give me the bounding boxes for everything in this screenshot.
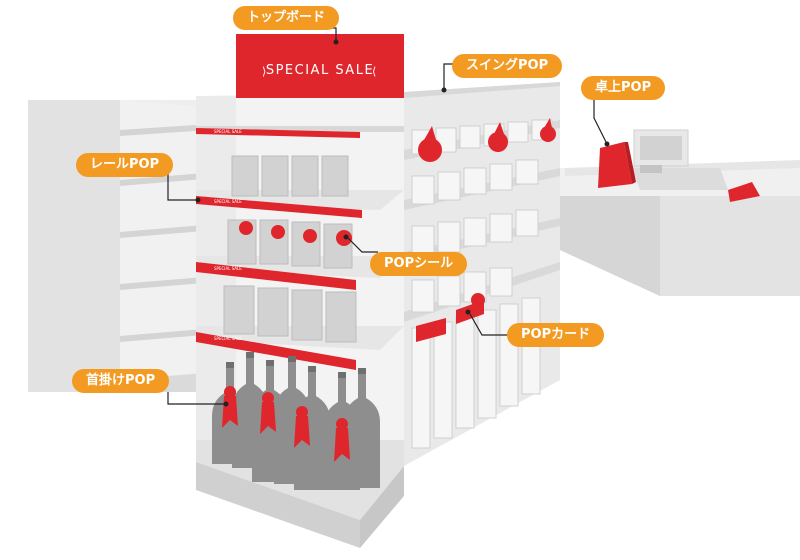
rail-pop-strips: SPECIAL SALE SPECIAL SALE SPECIAL SALE S… bbox=[196, 128, 362, 370]
desk-pop-stand bbox=[598, 142, 760, 202]
label-top-board: トップボード bbox=[233, 6, 340, 30]
svg-text:⟨: ⟨ bbox=[372, 65, 376, 78]
front-products bbox=[223, 155, 357, 343]
label-desk-pop: 卓上POP bbox=[581, 76, 666, 100]
cash-register bbox=[632, 129, 728, 190]
label-pop-card: POPカード bbox=[507, 323, 605, 347]
rail-strip-text: SPECIAL SALE bbox=[214, 129, 242, 134]
svg-text:⟩: ⟩ bbox=[262, 65, 266, 78]
pop-seals bbox=[239, 221, 352, 246]
top-board: SPECIAL SALE ⟩ ⟨ bbox=[236, 34, 404, 98]
label-rail-pop: レールPOP bbox=[76, 153, 174, 177]
rail-strip-text: SPECIAL SALE bbox=[214, 336, 242, 341]
neck-hanger-pops bbox=[222, 386, 350, 462]
rail-strip-text: SPECIAL SALE bbox=[214, 266, 242, 271]
top-board-text: SPECIAL SALE bbox=[266, 63, 374, 78]
label-neck-pop: 首掛けPOP bbox=[72, 369, 170, 393]
swing-pop-tags bbox=[418, 118, 556, 162]
rail-strip-text: SPECIAL SALE bbox=[214, 199, 242, 204]
label-pop-seal: POPシール bbox=[370, 252, 468, 276]
pop-cards bbox=[416, 293, 485, 342]
label-swing-pop: スイングPOP bbox=[452, 54, 563, 78]
